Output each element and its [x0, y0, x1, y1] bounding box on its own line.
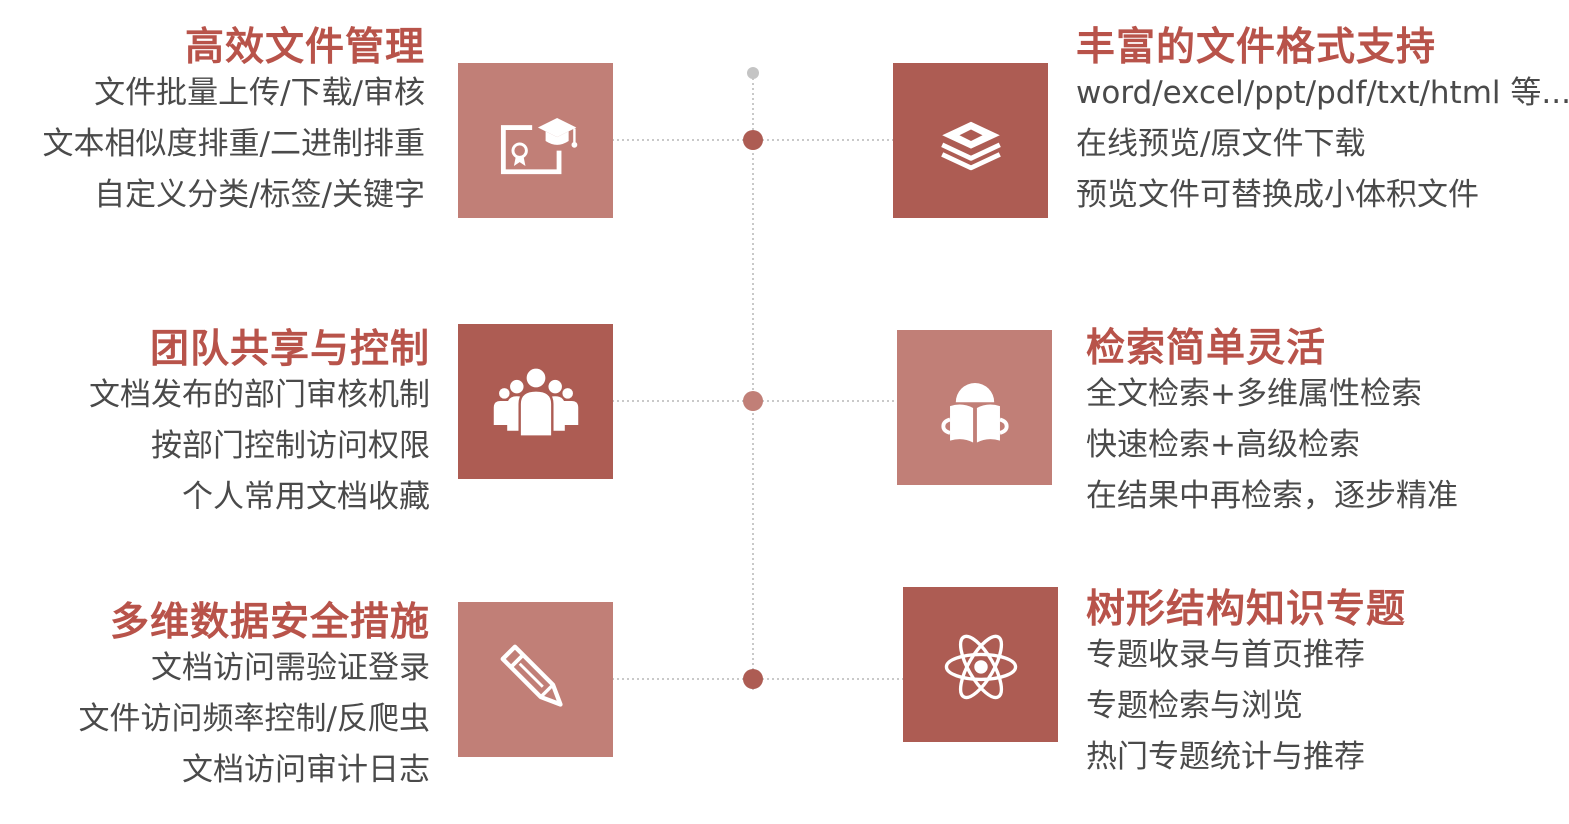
tile-format-support [893, 63, 1048, 218]
feature-file-management: 高效文件管理 文件批量上传/下载/审核 文本相似度排重/二进制排重 自定义分类/… [0, 28, 425, 231]
feature-line: 快速检索+高级检索 [1086, 427, 1360, 463]
feature-line: 个人常用文档收藏 [182, 479, 430, 515]
atom-icon [944, 634, 1017, 699]
axis-node-1 [743, 130, 763, 150]
feature-line: word/excel/ppt/pdf/txt/html 等... [1076, 75, 1569, 111]
tile-security [458, 602, 613, 757]
feature-title: 多维数据安全措施 [109, 600, 430, 645]
feature-line: 文件访问频率控制/反爬虫 [78, 701, 430, 737]
feature-line: 文档访问需验证登录 [151, 650, 430, 686]
axis-top-dot [747, 67, 759, 79]
tile-team-sharing [458, 324, 613, 479]
feature-line: 热门专题统计与推荐 [1086, 739, 1365, 775]
document-stack-icon [940, 121, 1001, 170]
tile-knowledge-topics [903, 587, 1058, 742]
feature-title: 丰富的文件格式支持 [1076, 25, 1437, 70]
feature-line: 专题检索与浏览 [1086, 688, 1303, 724]
pen-icon [500, 644, 563, 707]
feature-line: 全文检索+多维属性检索 [1086, 376, 1422, 412]
certificate-graduation-cap-icon [500, 117, 577, 174]
feature-search: 检索简单灵活 全文检索+多维属性检索 快速检索+高级检索 在结果中再检索，逐步精… [1086, 329, 1569, 532]
feature-title: 检索简单灵活 [1086, 326, 1327, 371]
feature-title: 团队共享与控制 [149, 327, 430, 372]
feature-team-sharing: 团队共享与控制 文档发布的部门审核机制 按部门控制访问权限 个人常用文档收藏 [0, 330, 430, 533]
feature-line: 自定义分类/标签/关键字 [94, 177, 425, 213]
axis-node-2 [743, 391, 763, 411]
axis-node-3 [743, 669, 763, 689]
feature-security: 多维数据安全措施 文档访问需验证登录 文件访问频率控制/反爬虫 文档访问审计日志 [0, 603, 430, 806]
feature-line: 预览文件可替换成小体积文件 [1076, 177, 1479, 213]
feature-line: 文档发布的部门审核机制 [89, 377, 430, 413]
feature-line: 文本相似度排重/二进制排重 [42, 126, 425, 162]
feature-line: 文档访问审计日志 [182, 752, 430, 788]
reading-person-icon [940, 382, 1009, 443]
feature-line: 专题收录与首页推荐 [1086, 637, 1365, 673]
feature-line: 在线预览/原文件下载 [1076, 126, 1366, 162]
tile-search [897, 330, 1052, 485]
feature-title: 高效文件管理 [184, 25, 425, 70]
tile-file-management [458, 63, 613, 218]
feature-format-support: 丰富的文件格式支持 word/excel/ppt/pdf/txt/html 等.… [1076, 28, 1569, 231]
feature-title: 树形结构知识专题 [1086, 587, 1407, 632]
feature-line: 文件批量上传/下载/审核 [94, 75, 425, 111]
feature-line: 在结果中再检索，逐步精准 [1086, 478, 1458, 514]
feature-knowledge-topics: 树形结构知识专题 专题收录与首页推荐 专题检索与浏览 热门专题统计与推荐 [1086, 590, 1569, 793]
team-people-icon [493, 365, 578, 438]
feature-line: 按部门控制访问权限 [151, 428, 430, 464]
